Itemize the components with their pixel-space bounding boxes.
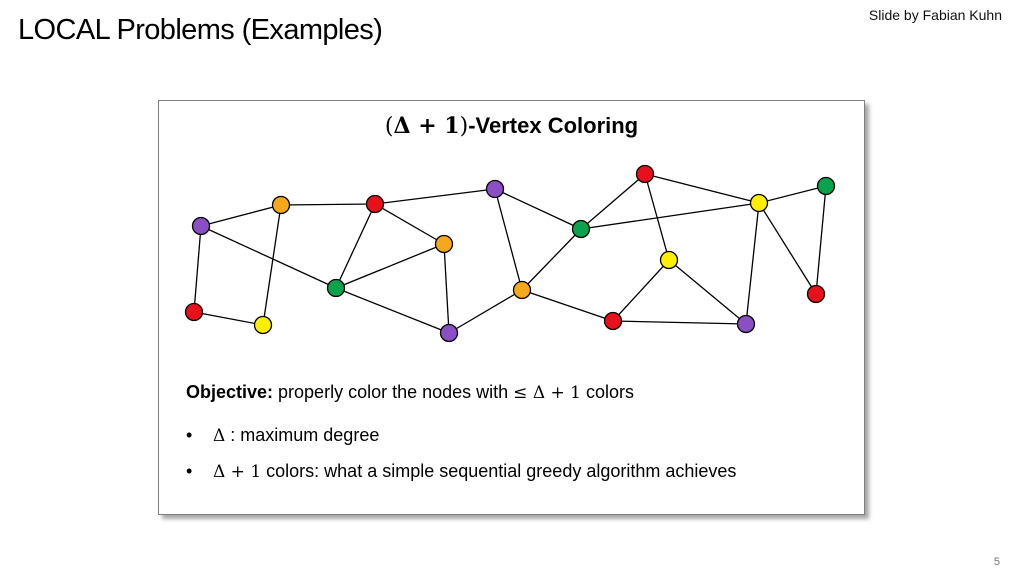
graph-edge [745,202,760,325]
bullet-math: Δ + 1 [213,462,262,482]
objective-label: Objective: [186,382,274,402]
graph-node-purple [439,323,459,343]
graph-edge [200,204,282,227]
graph-node-orange [512,280,532,300]
graph-edge [612,320,747,325]
graph-edge [758,202,817,295]
graph-nodes [184,164,836,343]
objective-text-after: colors [580,382,634,402]
graph-edges [193,173,827,334]
card-heading-math: (Δ + 1) [384,113,469,139]
graph-edge [612,259,670,322]
graph-node-purple [485,179,505,199]
graph-node-purple [191,216,211,236]
graph-edge [644,173,670,261]
graph-edge [335,243,445,289]
graph-node-orange [434,234,454,254]
graph-node-yellow [253,315,273,335]
graph-edge [580,202,760,230]
graph-edge [443,243,450,334]
graph-node-purple [736,314,756,334]
objective-math: ≤ Δ + 1 [513,383,581,403]
graph-edge [193,225,202,313]
graph-edge [262,204,282,326]
graph-edge [521,289,614,322]
graph-edge [193,311,264,326]
graph-node-red [603,311,623,331]
bullet-dot: • [186,425,193,445]
bullet-item: • Δ + 1 colors: what a simple sequential … [186,458,736,494]
graph-edge [494,188,523,291]
content-card: (Δ + 1)-Vertex Coloring [158,100,865,515]
graph-edge [521,228,582,291]
graph-edge [668,259,747,325]
objective-text-before: properly color the nodes with [273,382,514,402]
graph-edge [758,185,827,204]
bullet-math: Δ [213,426,226,446]
graph-node-yellow [749,193,769,213]
slide-credit: Slide by Fabian Kuhn [868,7,1002,23]
graph-node-yellow [659,250,679,270]
graph-node-red [365,194,385,214]
graph-edge [374,203,445,245]
graph-node-red [184,302,204,322]
bullet-list: • Δ : maximum degree • Δ + 1 colors: what … [186,422,736,494]
graph-node-red [635,164,655,184]
graph-edge [494,188,582,230]
graph-edge [374,188,496,205]
bullet-text: colors: what a simple sequential greedy … [261,461,737,481]
graph-edge [335,203,376,289]
graph-edge [335,287,450,334]
graph-node-green [571,219,591,239]
page-number: 5 [993,556,1000,568]
bullet-text: : maximum degree [225,425,380,445]
card-heading: (Δ + 1)-Vertex Coloring [159,113,864,139]
graph-node-orange [271,195,291,215]
objective-line: Objective: properly color the nodes with… [186,382,634,403]
graph-edge [280,203,376,206]
graph-edge [448,289,523,334]
slide-title: LOCAL Problems (Examples) [18,14,383,46]
graph-node-green [816,176,836,196]
graph-edge [815,185,827,295]
graph-node-green [326,278,346,298]
bullet-dot: • [186,461,193,481]
graph-node-red [806,284,826,304]
graph-edge [580,173,646,230]
graph-edge [644,173,760,204]
graph-edge [200,225,337,289]
bullet-item: • Δ : maximum degree [186,422,736,458]
card-heading-text: -Vertex Coloring [468,113,639,138]
